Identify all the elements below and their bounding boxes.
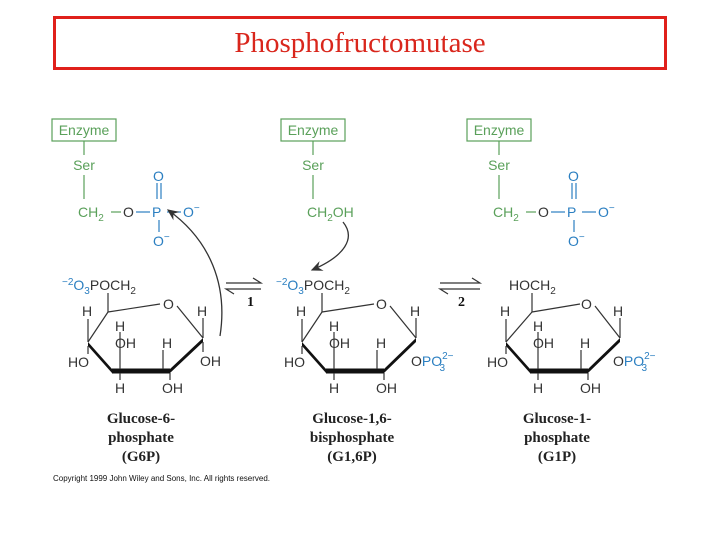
phosphorus: P	[152, 204, 161, 220]
oxygen-top: O	[568, 168, 579, 184]
h-atom: H	[533, 380, 543, 396]
oxygen-top: O	[153, 168, 164, 184]
h-atom: H	[162, 335, 172, 351]
molecule-g16p: −2O3POCH2 O H HO H OH H H OH H OPO2−3	[276, 277, 454, 396]
serine-label: Ser	[73, 157, 95, 173]
ho-group: HO	[487, 354, 508, 370]
h-atom: H	[613, 303, 623, 319]
enzyme-group-2: Enzyme Ser CH2OH	[280, 118, 354, 224]
oh-group: OH	[115, 335, 136, 351]
oh-group: OH	[580, 380, 601, 396]
equilibrium-arrow-2: 2	[437, 277, 483, 310]
oxygen-right: O−	[183, 203, 200, 220]
equilibrium-arrow-1: 1	[223, 277, 264, 310]
copyright-text: Copyright 1999 John Wiley and Sons, Inc.…	[53, 474, 270, 483]
h-atom: H	[580, 335, 590, 351]
phosphate-ch2-label: −2O3POCH2	[276, 277, 350, 297]
molecule-1-name-line2: phosphate	[108, 430, 174, 446]
oh-group: OH	[200, 353, 221, 369]
ho-group: HO	[284, 354, 305, 370]
ho-group: HO	[68, 354, 89, 370]
molecule-1-abbrev: (G6P)	[122, 449, 160, 465]
enzyme-label: Enzyme	[59, 122, 110, 138]
molecule-2-name-line2: bisphosphate	[310, 430, 395, 446]
bridge-oxygen: O	[538, 204, 549, 220]
ch2oh-label: CH2OH	[307, 204, 354, 224]
ring-oxygen: O	[581, 296, 592, 312]
enzyme-label: Enzyme	[288, 122, 339, 138]
phosphate-transfer-arrow-2	[310, 221, 349, 271]
molecule-2-abbrev: (G1,6P)	[327, 449, 377, 465]
h-atom: H	[376, 335, 386, 351]
hoch2-label: HOCH2	[509, 277, 556, 297]
ch2-label: CH2	[78, 204, 104, 224]
h-atom: H	[115, 318, 125, 334]
phosphate-ch2-label: −2O3POCH2	[62, 277, 136, 297]
oxygen-bottom: O−	[153, 232, 170, 249]
ch2-label: CH2	[493, 204, 519, 224]
page-title: Phosphofructomutase	[234, 26, 486, 59]
phosphate-group: OPO2−3	[411, 351, 454, 374]
molecule-3-abbrev: (G1P)	[538, 449, 576, 465]
molecule-2-name-line1: Glucose-1,6-	[312, 411, 392, 427]
phosphorus: P	[567, 204, 576, 220]
h-atom: H	[410, 303, 420, 319]
oh-group: OH	[329, 335, 350, 351]
h-atom: H	[82, 303, 92, 319]
molecule-g6p: −2O3POCH2 O H HO H OH H H OH H OH	[62, 277, 221, 396]
oh-group: OH	[162, 380, 183, 396]
enzyme-group-3: Enzyme Ser CH2 O P O− O O−	[466, 118, 615, 249]
phosphate-transfer-arrow-1	[166, 209, 223, 337]
bridge-oxygen: O	[123, 204, 134, 220]
ring-oxygen: O	[163, 296, 174, 312]
h-atom: H	[500, 303, 510, 319]
ring-oxygen: O	[376, 296, 387, 312]
molecule-g1p: HOCH2 O H HO H OH H H OH H OPO2−3	[487, 277, 656, 396]
h-atom: H	[533, 318, 543, 334]
step-label-1: 1	[247, 295, 254, 310]
enzyme-group-1: Enzyme Ser CH2 O P O− O O−	[51, 118, 200, 249]
title-box: Phosphofructomutase	[53, 16, 667, 70]
molecule-1-name-line1: Glucose-6-	[107, 411, 175, 427]
h-atom: H	[329, 380, 339, 396]
oh-group: OH	[376, 380, 397, 396]
h-atom: H	[296, 303, 306, 319]
h-atom: H	[329, 318, 339, 334]
h-atom: H	[197, 303, 207, 319]
enzyme-label: Enzyme	[474, 122, 525, 138]
molecule-3-name-line1: Glucose-1-	[523, 411, 591, 427]
step-label-2: 2	[458, 295, 465, 310]
h-atom: H	[115, 380, 125, 396]
phosphate-group: OPO2−3	[613, 351, 656, 374]
oxygen-bottom: O−	[568, 232, 585, 249]
oh-group: OH	[533, 335, 554, 351]
serine-label: Ser	[488, 157, 510, 173]
serine-label: Ser	[302, 157, 324, 173]
molecule-3-name-line2: phosphate	[524, 430, 590, 446]
oxygen-right: O−	[598, 203, 615, 220]
